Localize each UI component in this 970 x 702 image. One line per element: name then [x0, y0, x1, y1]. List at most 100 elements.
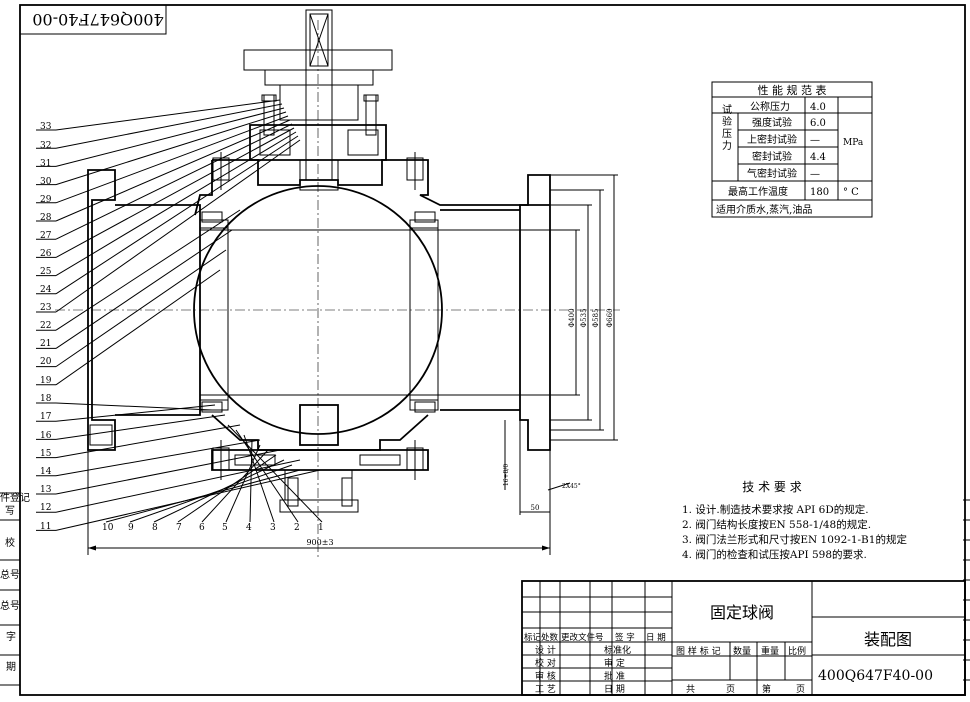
dim-dia-1: Φ400	[568, 308, 576, 327]
part-number: 23	[40, 303, 52, 313]
tb-role: 设 计	[535, 644, 556, 656]
right-margin-ticks	[963, 499, 970, 681]
right-flange	[519, 174, 551, 451]
part-number: 11	[40, 522, 51, 532]
leader-line	[55, 459, 301, 513]
tb-scale-label: 比例	[788, 645, 806, 657]
margin-label: 件登记	[0, 491, 30, 504]
part-number: 19	[40, 376, 52, 386]
perf-max-temp-unit: ° C	[843, 187, 859, 198]
tech-req-item: 4. 阀门的检查和试压按API 598的要求.	[682, 548, 867, 561]
perf-row-label: 气密封试验	[747, 167, 797, 180]
body-bolts-bottom	[212, 440, 424, 480]
part-number: 25	[40, 267, 52, 277]
part-number: 33	[40, 122, 52, 132]
outer-frame	[19, 4, 966, 696]
tb-role: 标准化	[604, 644, 631, 656]
tb-role: 批 准	[604, 670, 625, 682]
leader-line	[55, 269, 221, 386]
leader-line	[55, 209, 241, 331]
part-number: 31	[40, 159, 51, 169]
leader-line	[55, 249, 227, 368]
tb-role: 日 期	[604, 684, 625, 695]
technical-requirements: 技 术 要 求 1. 设计.制造技术要求按 API 6D的规定. 2. 阀门结构…	[682, 480, 907, 561]
margin-label: 总号	[0, 568, 20, 581]
perf-row-value: —	[810, 169, 820, 180]
perf-medium: 适用介质水,蒸汽,油品	[716, 203, 812, 216]
part-number: 4	[246, 523, 252, 533]
dim-offset: 50	[531, 504, 540, 512]
part-number: 27	[40, 231, 52, 241]
perf-max-temp-value: 180	[810, 187, 829, 198]
body-upper	[212, 159, 550, 206]
leader-line	[177, 454, 277, 523]
tb-weight-label: 重量	[761, 645, 779, 657]
perf-group-label: 试验压力	[720, 103, 732, 152]
leader-line	[55, 119, 291, 222]
part-number: 9	[128, 523, 134, 533]
margin-label: 期	[6, 661, 16, 673]
perf-row-value: —	[810, 135, 820, 146]
part-number: 16	[40, 431, 52, 441]
leader-line	[55, 107, 285, 167]
perf-row-label: 上密封试验	[747, 133, 797, 146]
drawing-number-mirror-box: 400Q647F40-00	[19, 5, 167, 35]
leader-line	[55, 123, 293, 240]
dim-dia-4: Φ660	[606, 308, 614, 327]
leader-line	[55, 424, 241, 459]
part-number: 15	[40, 449, 52, 459]
body-bolts-top	[212, 152, 424, 190]
tech-req-item: 1. 设计.制造技术要求按 API 6D的规定.	[682, 503, 869, 516]
part-number: 8	[152, 523, 158, 533]
drawing-number-mirrored: 400Q647F40-00	[32, 10, 163, 29]
drawing-number: 400Q647F40-00	[818, 668, 933, 684]
tech-req-item: 2. 阀门结构长度按EN 558-1/48的规定.	[682, 518, 871, 531]
part-number: 28	[40, 213, 52, 223]
part-number: 1	[318, 523, 324, 533]
perf-row-value: 6.0	[810, 118, 826, 129]
leader-line	[235, 429, 299, 523]
part-number: 32	[40, 141, 51, 151]
leader-line	[55, 99, 281, 131]
part-number: 14	[40, 467, 52, 477]
part-number: 10	[102, 523, 114, 533]
leader-line	[55, 127, 295, 258]
perf-row-label: 密封试验	[752, 150, 792, 163]
perf-table-title: 性 能 规 范 表	[758, 83, 827, 97]
margin-label: 写	[5, 505, 15, 517]
perf-nominal-value: 4.0	[810, 102, 826, 113]
part-number: 29	[40, 195, 52, 205]
margin-label: 字	[6, 630, 16, 643]
tb-header: 更改文件号	[561, 632, 604, 643]
part-labels-left: 33 32 31 30 29 28 27 26 25 24 23 22 21 2…	[40, 122, 52, 532]
dim-flange-thk: 16+8/0	[503, 464, 510, 487]
leader-line	[55, 449, 281, 495]
dim-dia-3: Φ585	[592, 308, 600, 327]
trunnion	[299, 404, 339, 446]
leader-line	[55, 229, 233, 349]
leader-lines	[36, 99, 323, 531]
part-number: 12	[40, 503, 51, 513]
leader-line	[227, 424, 323, 523]
dim-chamfer: 2X45°	[562, 483, 581, 490]
tb-sheet-unit: 页	[726, 684, 735, 695]
part-number: 3	[270, 523, 276, 533]
leader-line	[55, 115, 289, 204]
tb-header: 标记	[524, 632, 542, 643]
leader-line	[55, 139, 301, 313]
leader-line	[55, 402, 213, 411]
leader-line	[55, 103, 283, 149]
left-margin: 件登记 写 校 总号 总号 字 期	[0, 491, 30, 686]
leader-line	[129, 464, 293, 523]
leader-line	[55, 414, 226, 440]
part-number: 24	[40, 285, 52, 295]
margin-label: 校	[5, 536, 15, 549]
leader-line	[55, 111, 287, 186]
leader-line	[55, 131, 297, 277]
dimensions: 900±3 Φ400 Φ535 Φ585 Φ660 16+8/0 2X45° 5…	[87, 174, 618, 555]
leader-line	[153, 459, 285, 523]
part-number: 30	[40, 177, 52, 187]
perf-row-label: 强度试验	[752, 116, 792, 129]
tb-role: 审 核	[535, 670, 556, 682]
